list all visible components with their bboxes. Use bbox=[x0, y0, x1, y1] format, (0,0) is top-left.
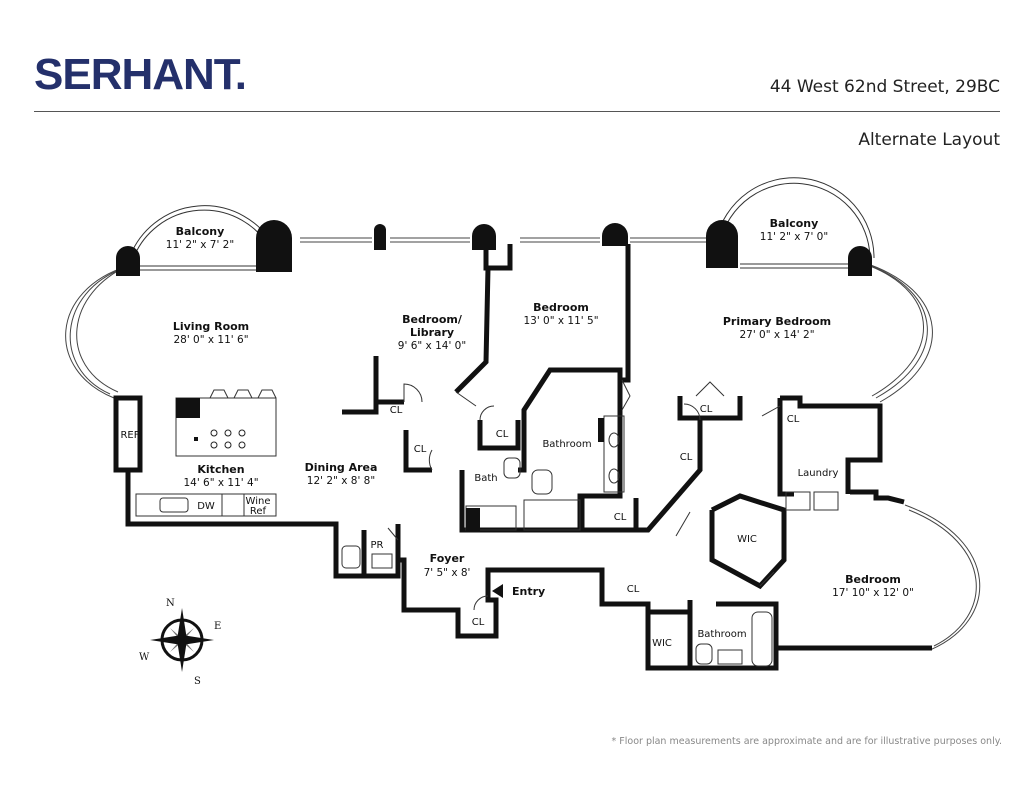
kitchen-dims: 14' 6" x 11' 4" bbox=[183, 477, 258, 489]
fixtures bbox=[135, 389, 839, 667]
cooktop bbox=[210, 429, 246, 449]
living-room-name: Living Room bbox=[173, 320, 249, 333]
door-swings bbox=[387, 379, 781, 611]
compass-e: E bbox=[214, 621, 221, 632]
dining-area-dims: 12' 2" x 8' 8" bbox=[307, 475, 375, 487]
dishwasher-label: DW bbox=[197, 501, 215, 512]
entry-arrow-icon bbox=[492, 584, 503, 598]
balcony-east-outline bbox=[715, 177, 875, 269]
closet-label: CL bbox=[614, 512, 627, 523]
wine-ref-label-1: Wine bbox=[246, 496, 271, 507]
property-address: 44 West 62nd Street, 29BC bbox=[769, 77, 1000, 97]
primary-bedroom-name: Primary Bedroom bbox=[723, 315, 831, 328]
wic-label-2: WIC bbox=[652, 638, 672, 649]
closet-label: CL bbox=[496, 429, 509, 440]
bedroom-center-dims: 13' 0" x 11' 5" bbox=[523, 315, 598, 327]
closet-label: CL bbox=[390, 405, 403, 416]
living-room-dims: 28' 0" x 11' 6" bbox=[173, 334, 248, 346]
closet-label: CL bbox=[472, 617, 485, 628]
bedroom-east-name: Bedroom bbox=[845, 573, 901, 586]
walls bbox=[113, 244, 932, 671]
balcony-west-name: Balcony bbox=[176, 225, 225, 238]
kitchen-name: Kitchen bbox=[197, 463, 244, 476]
disclaimer-footnote: * Floor plan measurements are approximat… bbox=[611, 736, 1002, 747]
entry-label: Entry bbox=[512, 585, 545, 598]
compass-rose bbox=[150, 608, 214, 672]
structural-columns bbox=[116, 220, 872, 276]
compass-s: S bbox=[194, 676, 201, 687]
bedroom-library-name-1: Bedroom/ bbox=[402, 313, 463, 326]
wine-ref-label-2: Ref bbox=[250, 506, 267, 517]
window-walls bbox=[65, 237, 981, 651]
foyer-name: Foyer bbox=[430, 552, 465, 565]
brand-logo: SERHANT. bbox=[34, 50, 247, 99]
bedroom-library-dims: 9' 6" x 14' 0" bbox=[398, 340, 466, 352]
compass-n: N bbox=[166, 598, 175, 609]
balcony-east-dims: 11' 2" x 7' 0" bbox=[760, 231, 828, 243]
closet-label: CL bbox=[627, 584, 640, 595]
powder-room-label: PR bbox=[371, 540, 384, 551]
compass-w: W bbox=[139, 652, 150, 663]
closet-label: CL bbox=[680, 452, 693, 463]
bedroom-east-dims: 17' 10" x 12' 0" bbox=[832, 587, 914, 599]
dining-area-name: Dining Area bbox=[305, 461, 378, 474]
bath-label: Bath bbox=[474, 473, 497, 484]
wic-label-1: WIC bbox=[737, 534, 757, 545]
bathroom-east-label: Bathroom bbox=[697, 629, 746, 640]
bedroom-center-name: Bedroom bbox=[533, 301, 589, 314]
laundry-label: Laundry bbox=[798, 468, 839, 479]
refrigerator-label: REF bbox=[120, 430, 139, 441]
layout-note: Alternate Layout bbox=[858, 130, 1000, 150]
primary-bedroom-dims: 27' 0" x 14' 2" bbox=[739, 329, 814, 341]
header-divider bbox=[34, 111, 1000, 112]
bedroom-library-name-2: Library bbox=[410, 326, 454, 339]
closet-label: CL bbox=[787, 414, 800, 425]
closet-label: CL bbox=[414, 444, 427, 455]
foyer-dims: 7' 5" x 8' bbox=[424, 567, 471, 579]
bathroom-center-label: Bathroom bbox=[542, 439, 591, 450]
balcony-east-name: Balcony bbox=[770, 217, 819, 230]
balcony-west-dims: 11' 2" x 7' 2" bbox=[166, 239, 234, 251]
closet-label: CL bbox=[700, 404, 713, 415]
